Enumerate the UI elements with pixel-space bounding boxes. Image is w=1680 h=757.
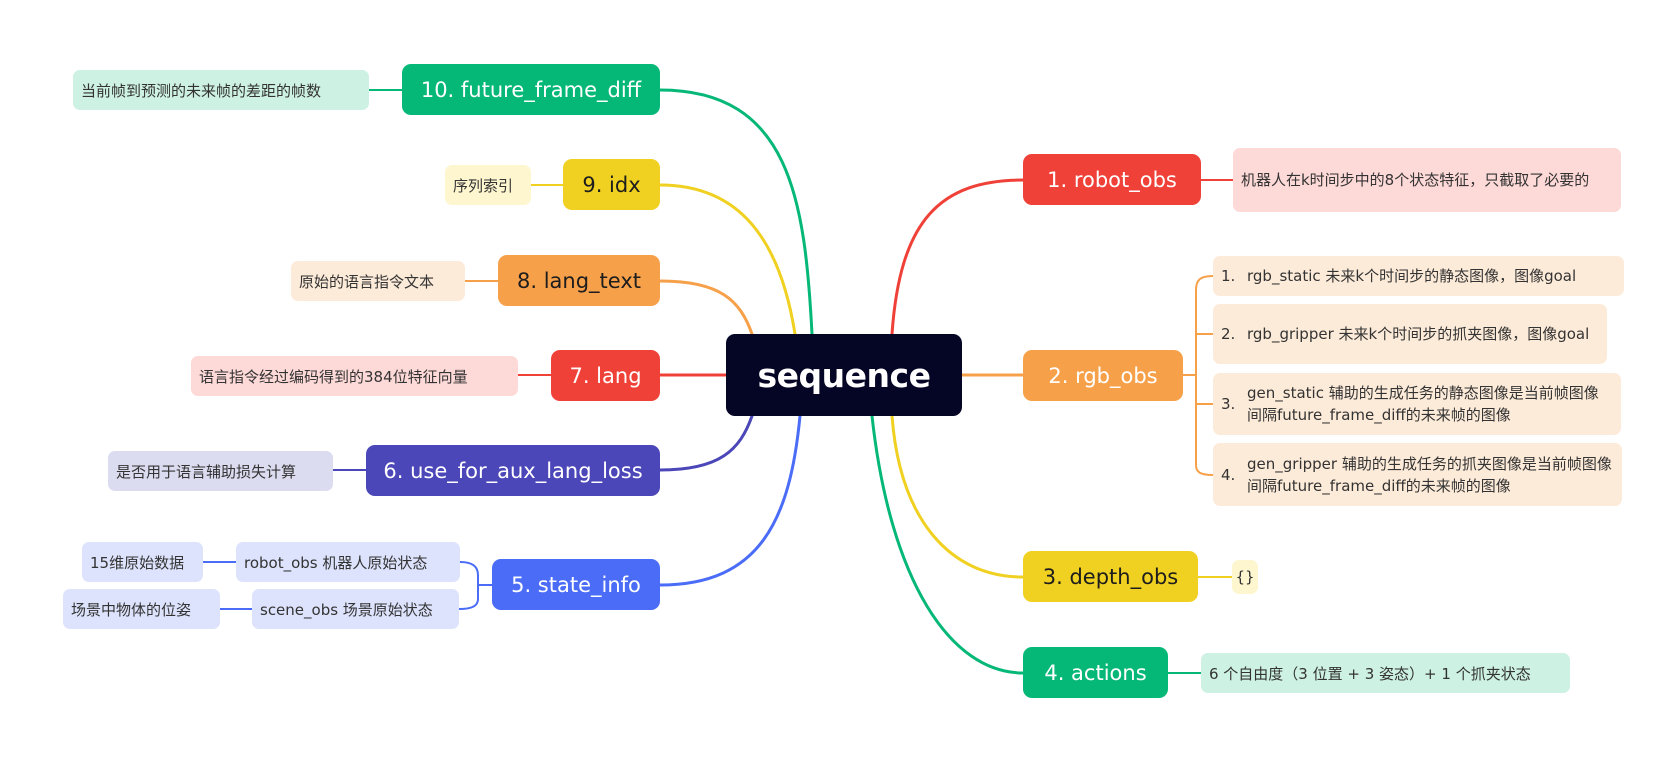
note-idx: 序列索引 [445,165,531,205]
note-actions: 6 个自由度（3 位置 + 3 姿态）+ 1 个抓夹状态 [1201,653,1570,693]
note-future-frame-diff: 当前帧到预测的未来帧的差距的帧数 [73,70,369,110]
note-depth-obs: {} [1232,560,1258,594]
state-info-sub: scene_obs 场景原始状态 [252,589,459,629]
branch-state-info-label: 5. state_info [511,572,641,597]
link-idx [658,183,797,336]
rgb-obs-item: 1. rgb_static 未来k个时间步的静态图像，图像goal [1213,256,1624,296]
link-use-for-aux-lang-loss [658,414,754,472]
rgb-obs-item: 4. gen_gripper 辅助的生成任务的抓夹图像是当前帧图像间隔futur… [1213,443,1622,506]
branch-lang[interactable]: 7. lang [551,350,660,401]
note-lang: 语言指令经过编码得到的384位特征向量 [191,356,518,396]
branch-rgb-obs[interactable]: 2. rgb_obs [1023,350,1183,401]
link-rgb-bracket-spine [1195,275,1214,476]
branch-actions[interactable]: 4. actions [1023,647,1168,698]
link-depth-obs [890,414,1025,579]
branch-robot-obs-label: 1. robot_obs [1047,167,1177,192]
branch-lang-text-label: 8. lang_text [516,268,641,293]
state-info-sub-note: 场景中物体的位姿 [63,589,220,629]
link-robot-obs [890,178,1025,336]
branch-future-frame-diff-label: 10. future_frame_diff [420,77,642,102]
note-robot-obs: 机器人在k时间步中的8个状态特征，只截取了必要的 [1233,148,1621,212]
branch-robot-obs[interactable]: 1. robot_obs [1023,154,1201,205]
branch-rgb-obs-label: 2. rgb_obs [1048,363,1158,388]
branch-future-frame-diff[interactable]: 10. future_frame_diff [402,64,660,115]
root-label: sequence [757,355,931,395]
root-node[interactable]: sequence [726,334,962,416]
note-lang-text: 原始的语言指令文本 [291,261,465,301]
note-use-for-aux-lang-loss: 是否用于语言辅助损失计算 [108,451,333,491]
branch-lang-text[interactable]: 8. lang_text [498,255,660,306]
branch-idx-label: 9. idx [582,172,641,197]
branch-depth-obs-label: 3. depth_obs [1042,564,1179,589]
link-lang-text [658,279,754,336]
rgb-obs-item: 2. rgb_gripper 未来k个时间步的抓夹图像，图像goal [1213,304,1607,364]
branch-lang-label: 7. lang [569,363,642,388]
link-state-bracket-spine [458,561,479,610]
state-info-sub: robot_obs 机器人原始状态 [236,542,460,582]
branch-use-for-aux-lang-loss-label: 6. use_for_aux_lang_loss [383,458,643,483]
branch-depth-obs[interactable]: 3. depth_obs [1023,551,1198,602]
branch-idx[interactable]: 9. idx [563,159,660,210]
link-state-info [658,414,802,587]
link-future-frame-diff [658,88,814,336]
rgb-obs-item: 3. gen_static 辅助的生成任务的静态图像是当前帧图像间隔future… [1213,373,1621,435]
link-actions [870,414,1025,675]
branch-actions-label: 4. actions [1044,660,1147,685]
branch-state-info[interactable]: 5. state_info [492,559,660,610]
branch-use-for-aux-lang-loss[interactable]: 6. use_for_aux_lang_loss [366,445,660,496]
state-info-sub-note: 15维原始数据 [82,542,203,582]
